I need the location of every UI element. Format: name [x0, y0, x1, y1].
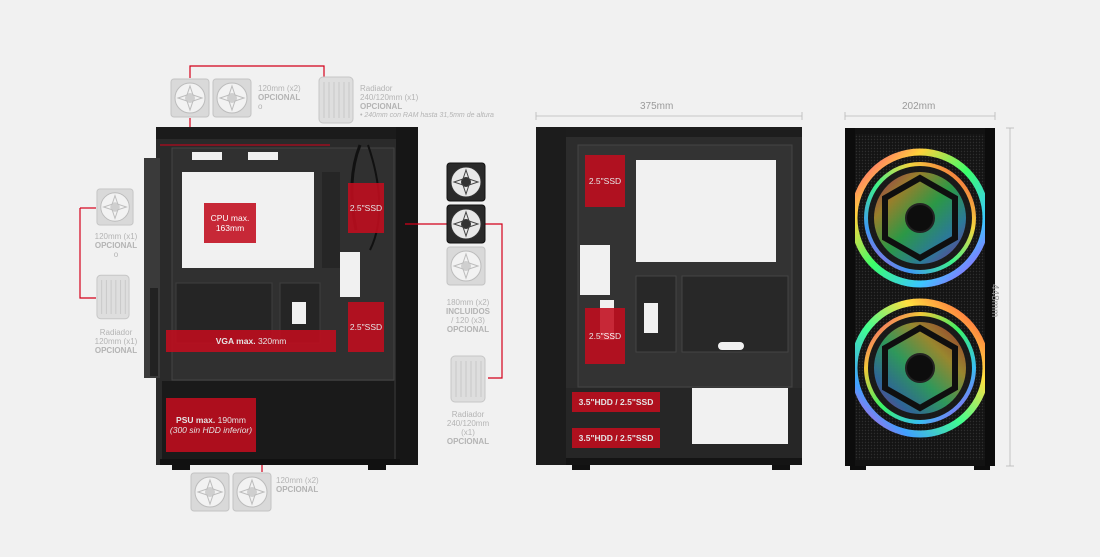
bottom-fans-label: 120mm (x2) OPCIONAL	[276, 476, 319, 494]
front-fans-label: 180mm (x2) INCLUIDOS / 120 (x3) OPCIONAL	[446, 298, 490, 334]
top-radiator-icon	[318, 76, 354, 129]
top-fan-1-icon	[170, 78, 210, 123]
rear-fan-icon	[96, 188, 134, 231]
rear-fan-label: 120mm (x1) OPCIONAL o	[94, 232, 138, 259]
case-middle-view	[536, 127, 802, 470]
ssd-zone-1: 2.5"SSD	[348, 183, 384, 233]
rear-radiator-label: Radiador 120mm (x1) OPCIONAL	[94, 328, 138, 355]
vga-zone: VGA max. 320mm	[166, 330, 336, 352]
rear-radiator-icon	[96, 274, 130, 325]
case-front-view	[845, 128, 995, 470]
top-fans-label: 120mm (x2) OPCIONAL o	[258, 84, 301, 111]
dimension-lines	[535, 112, 1014, 467]
ssd-zone-2: 2.5"SSD	[348, 302, 384, 352]
front-fan-2-icon	[446, 204, 486, 249]
ssd-zone-3: 2.5"SSD	[585, 155, 625, 207]
depth-dimension: 375mm	[640, 101, 674, 112]
bottom-fan-1-icon	[190, 472, 230, 517]
front-radiator-icon	[450, 354, 486, 409]
front-fan-3-icon	[446, 246, 486, 291]
hdd-zone-2: 3.5"HDD / 2.5"SSD	[572, 428, 660, 448]
bottom-fan-2-icon	[232, 472, 272, 517]
ssd-zone-4: 2.5"SSD	[585, 308, 625, 364]
psu-zone: PSU max. 190mm (300 sin HDD inferior)	[166, 398, 256, 452]
height-dimension: 448mm	[989, 284, 1000, 318]
top-fan-2-icon	[212, 78, 252, 123]
top-radiator-label: Radiador 240/120mm (x1) OPCIONAL • 240mm…	[360, 84, 494, 119]
hdd-zone-1: 3.5"HDD / 2.5"SSD	[572, 392, 660, 412]
front-fan-1-icon	[446, 162, 486, 207]
front-radiator-label: Radiador 240/120mm (x1) OPCIONAL	[446, 410, 490, 446]
width-dimension: 202mm	[902, 101, 936, 112]
cpu-zone: CPU max. 163mm	[204, 203, 256, 243]
